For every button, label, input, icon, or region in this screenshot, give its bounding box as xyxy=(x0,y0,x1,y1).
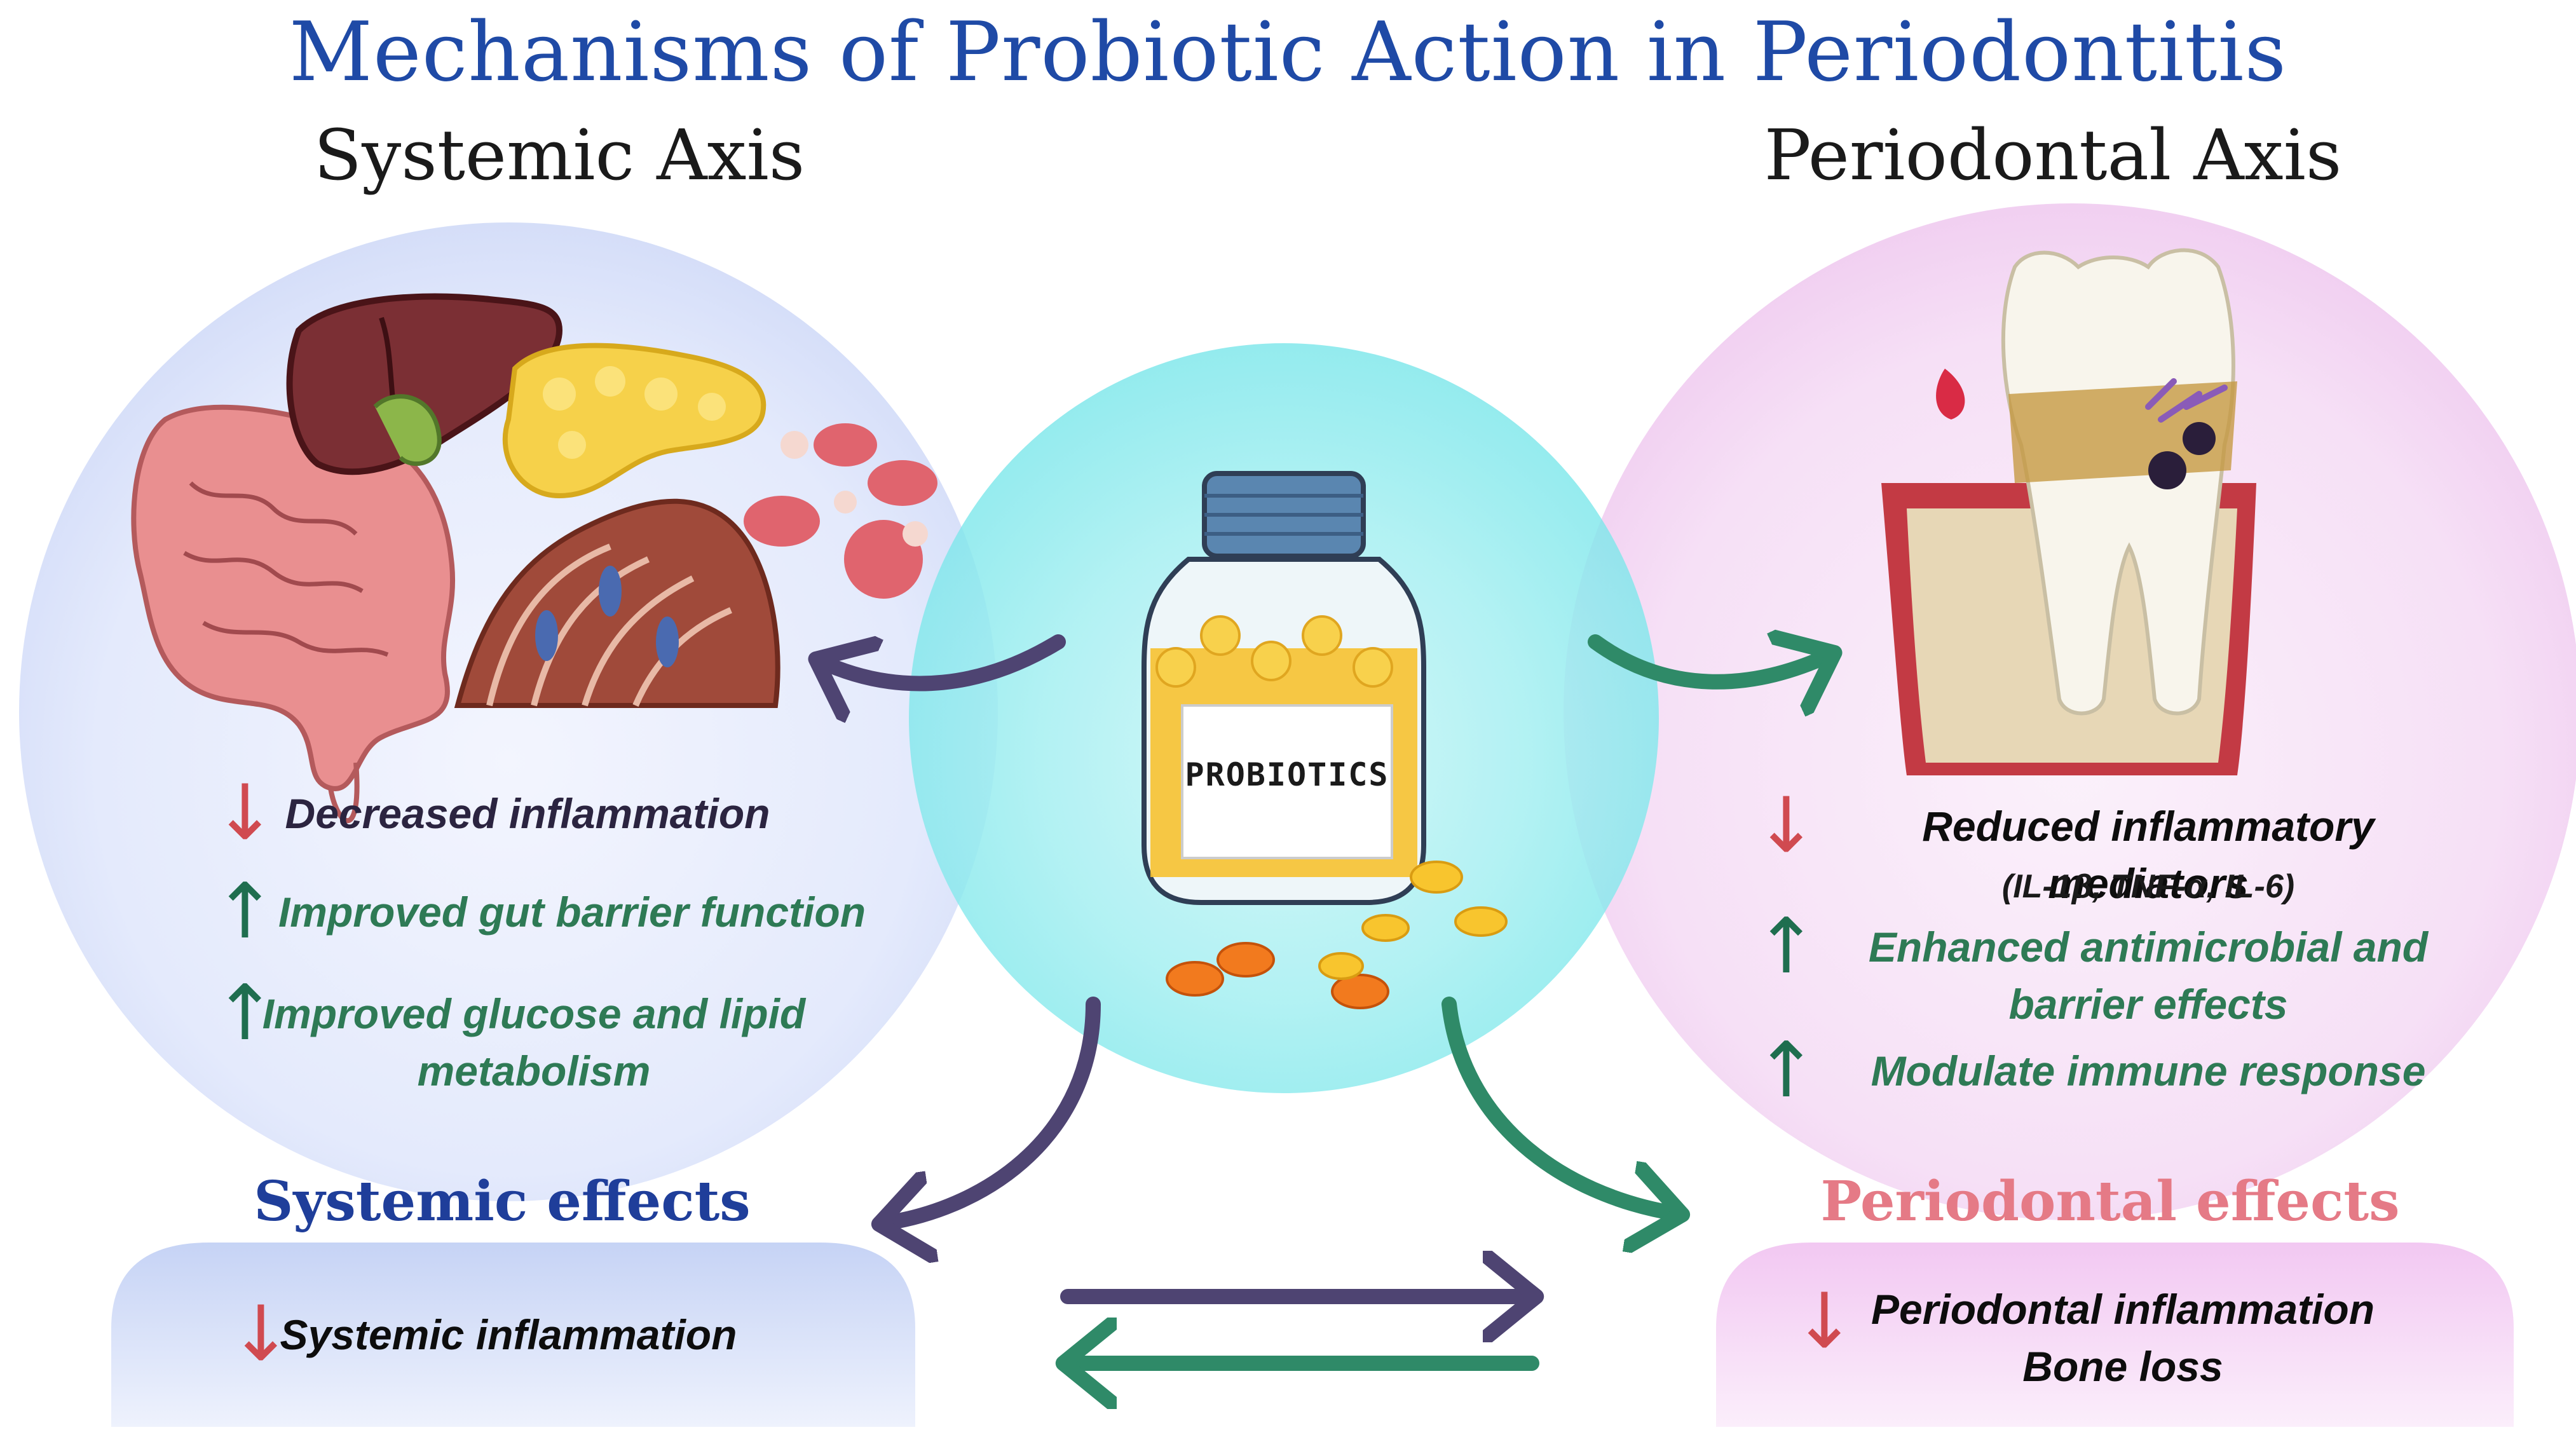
arrow-to-systemic-axis xyxy=(820,634,1066,684)
periodontal-effect-sublabel: (IL-1β, TNF-α, IL-6) xyxy=(2001,868,2295,905)
periodontal-effects-heading: Periodontal effects xyxy=(1820,1169,2400,1234)
tooth-icon xyxy=(1881,248,2256,775)
periodontal-effect-label-line1: Enhanced antimicrobial and xyxy=(1868,923,2429,970)
arrow-to-systemic-effects xyxy=(883,997,1101,1223)
down-arrow-icon: ↓ xyxy=(1754,782,1818,870)
systemic-effects-heading: Systemic effects xyxy=(254,1169,751,1234)
liver-icon xyxy=(286,293,563,475)
periodontal-effect-label: Modulate immune response xyxy=(1871,1047,2426,1094)
down-arrow-icon: ↓ xyxy=(213,769,277,857)
down-arrow-icon: ↓ xyxy=(1792,1277,1857,1366)
periodontal-effect-label: Reduced inflammatory mediators xyxy=(1922,803,2375,907)
periodontal-effect-3: ↑ Modulate immune response xyxy=(1741,1026,2504,1115)
periodontal-axis-heading: Periodontal Axis xyxy=(1764,114,2342,196)
arrow-to-periodontal-effects xyxy=(1441,997,1678,1214)
intestine-icon xyxy=(131,404,456,824)
systemic-effect-2: ↑ Improved gut barrier function xyxy=(203,868,903,956)
systemic-effects-item-label: Systemic inflammation xyxy=(280,1311,737,1358)
periodontal-effect-2: ↑ Enhanced antimicrobial and barrier eff… xyxy=(1741,902,2504,1036)
periodontal-effect-label-line2: barrier effects xyxy=(2008,981,2288,1028)
up-arrow-icon: ↑ xyxy=(213,969,277,1058)
systemic-effect-label-line1: Improved glucose and lipid xyxy=(262,990,806,1037)
pancreas-icon xyxy=(502,343,767,499)
systemic-effect-label: Decreased inflammation xyxy=(285,790,770,837)
periodontal-effect-1: ↓ Reduced inflammatory mediators (IL-1β,… xyxy=(1741,782,2504,909)
systemic-effect-label-line2: metabolism xyxy=(417,1047,651,1094)
systemic-effect-1: ↓ Decreased inflammation xyxy=(203,769,903,857)
down-arrow-icon: ↓ xyxy=(229,1290,293,1379)
muscle-tissue-icon xyxy=(454,498,780,708)
periodontal-effects-line1: Periodontal inflammation xyxy=(1871,1286,2375,1333)
periodontal-effects-box xyxy=(1716,1243,2514,1427)
systemic-effect-label: Improved gut barrier function xyxy=(278,889,866,936)
probiotics-label: PROBIOTICS xyxy=(1185,756,1389,793)
periodontal-effects-line2: Bone loss xyxy=(2022,1343,2223,1390)
blood-cells-icon xyxy=(744,423,937,599)
systemic-effects-box xyxy=(111,1243,915,1427)
up-arrow-icon: ↑ xyxy=(213,868,277,956)
systemic-effect-3: ↑ Improved glucose and lipid metabolism xyxy=(203,969,903,1109)
up-arrow-icon: ↑ xyxy=(1754,1026,1818,1115)
systemic-effects-item: ↓ Systemic inflammation xyxy=(216,1290,852,1379)
tablets-icon xyxy=(1166,861,1508,1009)
arrow-to-periodontal-axis xyxy=(1588,642,1830,682)
diagram-title: Mechanisms of Probiotic Action in Period… xyxy=(289,5,2287,100)
systemic-axis-heading: Systemic Axis xyxy=(313,114,805,196)
periodontal-effects-item: ↓ Periodontal inflammation Bone loss xyxy=(1780,1277,2479,1405)
probiotics-bottle-icon xyxy=(1141,471,1426,905)
up-arrow-icon: ↑ xyxy=(1754,902,1818,991)
